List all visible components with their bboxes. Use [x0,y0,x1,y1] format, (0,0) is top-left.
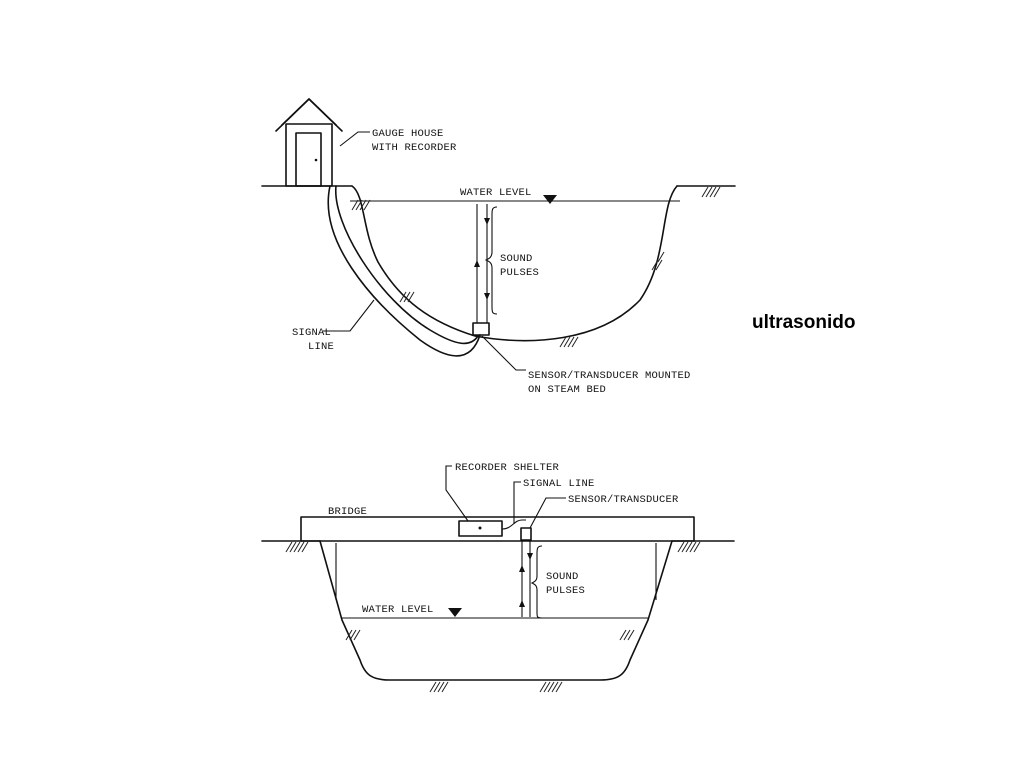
top-water-level-label: WATER LEVEL [460,187,532,199]
signal-line-conduit [327,185,481,357]
top-sound-pulses-label-1: SOUND [500,253,533,265]
top-diagram: GAUGE HOUSE WITH RECORDER WATER LEVEL SO… [261,98,736,396]
top-sensor-transducer [472,322,490,336]
bottom-sensor-label: SENSOR/TRANSDUCER [568,494,679,506]
top-ground-hatching [351,186,721,348]
recorder-shelter-label: RECORDER SHELTER [455,462,560,474]
gauge-house-label-2: WITH RECORDER [372,142,457,154]
bottom-sound-pulses [519,545,543,619]
bottom-water-level-label: WATER LEVEL [362,604,434,616]
bottom-channel [319,540,673,681]
bottom-sound-pulses-label-2: PULSES [546,585,585,597]
gauge-house [275,98,343,187]
signal-line-label-1: SIGNAL [292,327,331,339]
bottom-sensor-transducer [520,527,532,541]
top-sound-pulses [474,204,498,323]
bridge-deck [300,516,695,542]
bridge-label: BRIDGE [328,506,367,518]
sensor-label-1: SENSOR/TRANSDUCER MOUNTED [528,370,691,382]
bottom-diagram: RECORDER SHELTER SIGNAL LINE SENSOR/TRAN… [261,462,735,693]
signal-line-label-2: LINE [308,341,334,353]
bottom-ground-hatching [285,541,701,693]
sensor-label-2: ON STEAM BED [528,384,606,396]
bottom-water-level-triangle [448,608,462,617]
gauge-house-label-1: GAUGE HOUSE [372,128,444,140]
slide-caption: ultrasonido [752,312,856,333]
top-sound-pulses-label-2: PULSES [500,267,539,279]
bottom-signal-line-label: SIGNAL LINE [523,478,595,490]
water-level-triangle [543,195,557,204]
bottom-sound-pulses-label-1: SOUND [546,571,579,583]
